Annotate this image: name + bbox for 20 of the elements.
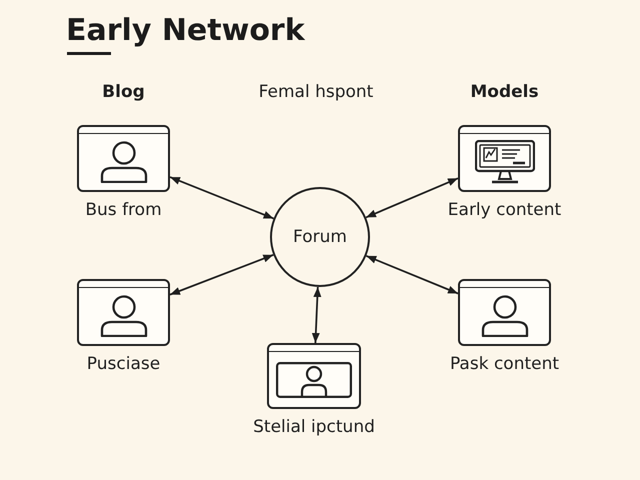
double-arrow <box>170 176 274 220</box>
node-caption: Pusciase <box>86 354 160 374</box>
node-heading: Models <box>470 82 539 102</box>
node-frame <box>458 279 551 346</box>
node-frame <box>77 279 170 346</box>
node-caption: Bus from <box>85 200 162 220</box>
node-heading: Blog <box>102 82 145 102</box>
node-caption: Early content <box>448 200 562 220</box>
node-label: Forum <box>293 227 347 247</box>
node-frame <box>458 125 551 192</box>
double-arrow <box>366 255 458 294</box>
node-caption: Stelial ipctund <box>253 417 375 437</box>
node-caption: Pask content <box>450 354 560 374</box>
diagram-label: Femal hspont <box>258 82 374 102</box>
node-frame <box>267 343 361 409</box>
node-frame <box>77 125 170 192</box>
double-arrow <box>366 177 458 218</box>
double-arrow <box>312 286 322 344</box>
double-arrow <box>170 254 274 296</box>
diagram-title: Early Network <box>66 13 305 49</box>
